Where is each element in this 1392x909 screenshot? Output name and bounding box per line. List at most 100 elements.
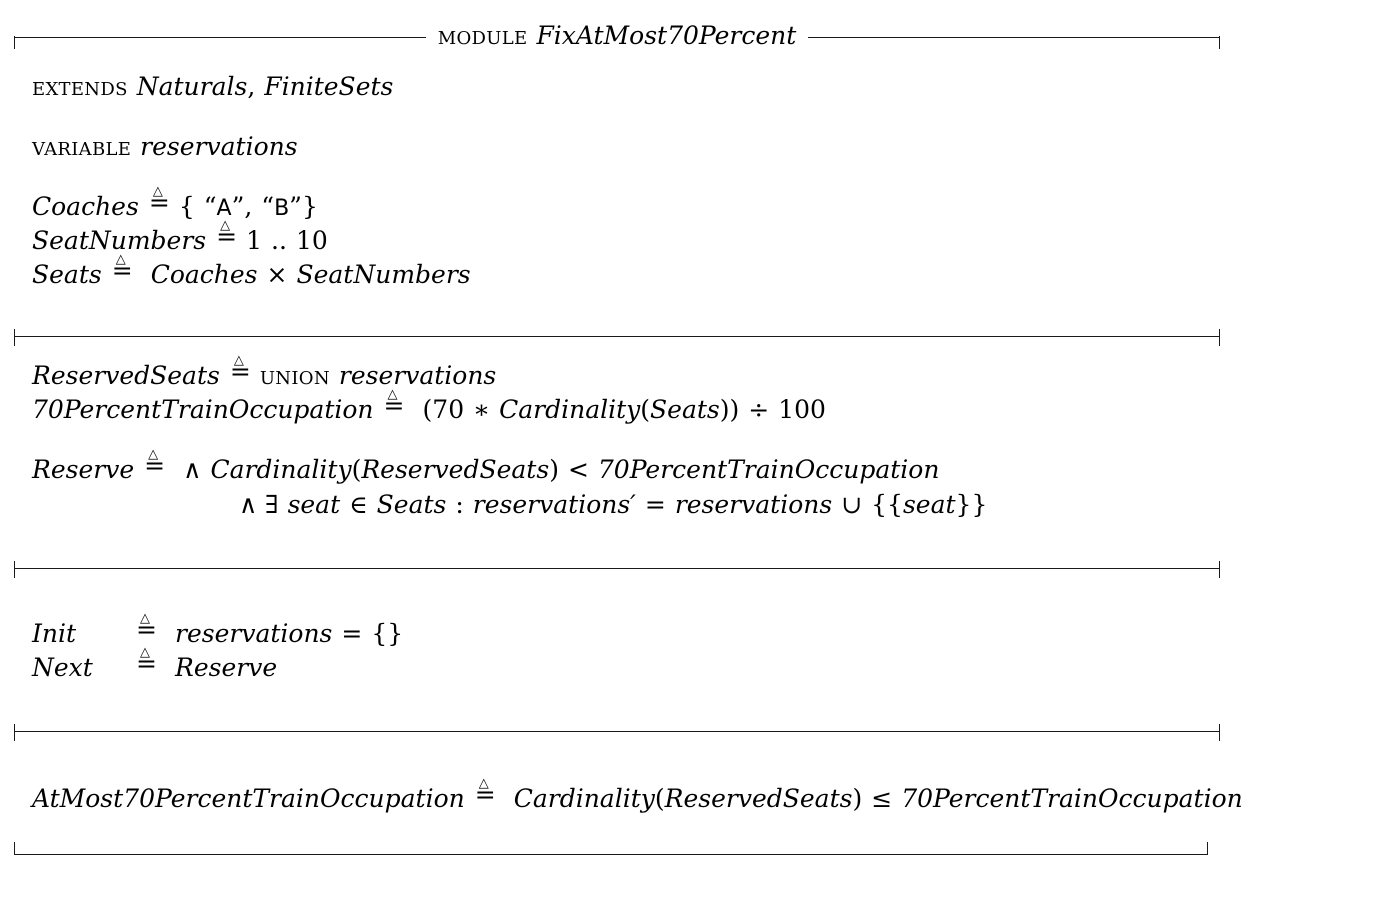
variable-name-reservations: reservations xyxy=(140,132,298,161)
extends-module-naturals: Naturals xyxy=(136,72,248,101)
range-start: 1 xyxy=(246,226,263,255)
extends-module-finitesets: FiniteSets xyxy=(264,72,394,101)
triangle-glyph: △ xyxy=(115,252,126,267)
function-cardinality: Cardinality xyxy=(499,395,641,424)
equals-glyph: = xyxy=(136,614,157,644)
triangle-equals-icon: △ = xyxy=(383,388,405,420)
definition-name: AtMost70PercentTrainOccupation xyxy=(32,783,465,813)
comma: , xyxy=(247,72,256,101)
spacer xyxy=(32,732,1220,782)
defeq-symbol: △ = xyxy=(465,777,505,816)
spacer xyxy=(32,685,1220,731)
open-quote: “ xyxy=(261,192,275,221)
rparen: ) xyxy=(729,395,740,424)
lparen: ( xyxy=(351,455,362,484)
definition-body: ∧Cardinality(ReservedSeats)<70PercentTra… xyxy=(174,453,939,487)
block-invariant: AtMost70PercentTrainOccupation △ = Cardi… xyxy=(14,732,1243,854)
definition-body: Cardinality(ReservedSeats)≤70PercentTrai… xyxy=(505,782,1243,816)
module-rule-left xyxy=(14,36,426,38)
definition-name: Seats xyxy=(32,260,102,289)
set-union-operator: ∪ xyxy=(841,490,863,519)
triangle-equals-icon: △ = xyxy=(136,646,157,678)
rparen: ) xyxy=(852,783,863,813)
triangle-equals-icon: △ = xyxy=(111,253,133,285)
argument-seats: Seats xyxy=(650,395,720,424)
lbrace-outer: { xyxy=(871,490,888,519)
defeq-symbol: △ = xyxy=(134,448,174,487)
primed-reservations: reservations′ xyxy=(472,490,636,519)
open-quote: “ xyxy=(203,192,217,221)
definition-body: 1.. 10 xyxy=(246,224,328,258)
definition-name: SeatNumbers xyxy=(32,226,207,255)
triangle-glyph: △ xyxy=(387,387,398,402)
reserve-conjunct-2: ∧∃seat∈Seats:reservations′=reservations∪… xyxy=(32,487,1220,524)
operand-reservations: reservations xyxy=(338,361,497,390)
less-equal-operator: ≤ xyxy=(871,783,893,813)
definition-name: 70PercentTrainOccupation xyxy=(32,395,374,424)
defeq-symbol: △ = xyxy=(102,253,142,292)
operand-occupation: 70PercentTrainOccupation xyxy=(901,783,1243,813)
lbrace: { xyxy=(178,192,195,221)
multiply-operator: ∗ xyxy=(473,395,491,424)
triangle-equals-icon: △ = xyxy=(136,612,157,644)
string-literal-b: B xyxy=(274,196,290,221)
close-quote: ” xyxy=(289,192,302,221)
triangle-glyph: △ xyxy=(148,447,159,462)
defeq-symbol: △ = xyxy=(206,219,246,258)
operand-coaches: Coaches xyxy=(150,260,258,289)
empty-set: {} xyxy=(371,618,404,648)
definition-body: {“A”,“B”} xyxy=(179,190,318,224)
defeq-symbol: △ = xyxy=(220,354,260,393)
string-literal-a: A xyxy=(216,196,232,221)
operand-reserve: Reserve xyxy=(175,652,278,682)
triangle-equals-icon: △ = xyxy=(216,219,238,251)
lparen: ( xyxy=(654,783,665,813)
triangle-equals-icon: △ = xyxy=(230,354,251,384)
definition-name: Init xyxy=(32,618,77,648)
definition-atmost70percent: AtMost70PercentTrainOccupation △ = Cardi… xyxy=(32,777,1243,816)
conjunction-bullet: ∧ xyxy=(183,455,202,484)
definition-seats: Seats △ = Coaches×SeatNumbers xyxy=(32,253,1220,292)
lbrace-inner: { xyxy=(887,490,903,519)
definition-coaches: Coaches △ = {“A”,“B”} xyxy=(32,185,1220,224)
module-name: FixAtMost70Percent xyxy=(536,21,797,50)
rbrace-outer: } xyxy=(971,490,988,519)
block-separator-1 xyxy=(14,329,1220,346)
spacer xyxy=(32,569,1220,617)
equals-glyph: = xyxy=(136,648,157,678)
spacer xyxy=(32,524,1220,568)
operand-reservations: reservations xyxy=(175,618,333,648)
conjunction-bullet: ∧ xyxy=(239,490,258,519)
rparen: ) xyxy=(719,395,730,424)
spacer xyxy=(32,427,1220,453)
equals-glyph: = xyxy=(383,391,405,420)
triangle-glyph: △ xyxy=(152,184,163,199)
numerator-factor: 70 xyxy=(432,395,465,424)
extends-keyword: extends xyxy=(32,72,128,101)
definition-seatnumbers: SeatNumbers △ = 1.. 10 xyxy=(32,219,1220,258)
comma: , xyxy=(244,192,253,221)
equals-glyph: = xyxy=(111,256,133,285)
argument-reservedseats: ReservedSeats xyxy=(361,455,550,484)
argument-reservedseats: ReservedSeats xyxy=(664,783,853,813)
triangle-glyph: △ xyxy=(140,610,150,626)
range-end: 10 xyxy=(295,226,328,255)
extends-statement: extends Naturals, FiniteSets xyxy=(32,70,1220,104)
equals-glyph: = xyxy=(216,222,238,251)
element-seat: seat xyxy=(902,490,956,519)
colon: : xyxy=(455,490,464,519)
spacer xyxy=(32,104,1220,130)
triangle-glyph: △ xyxy=(233,353,244,368)
definition-reserve: Reserve △ = ∧Cardinality(ReservedSeats)<… xyxy=(32,448,1220,487)
range-operator: .. xyxy=(271,226,287,255)
definition-occupation: 70PercentTrainOccupation △ = (70∗Cardina… xyxy=(32,388,1220,427)
definition-name: Reserve xyxy=(32,455,135,484)
equals-operator: = xyxy=(341,618,363,648)
bound-variable-seat: seat xyxy=(287,490,341,519)
operand-occupation: 70PercentTrainOccupation xyxy=(597,455,940,484)
definition-body: reservations = {} xyxy=(166,617,403,651)
